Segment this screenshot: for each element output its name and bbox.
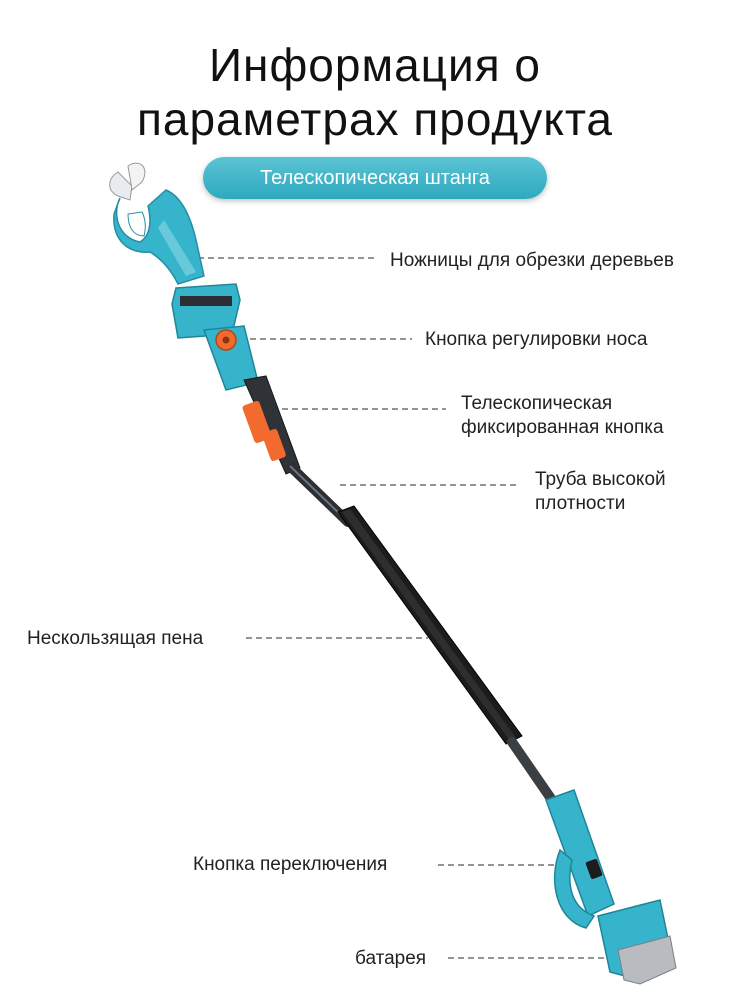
switch-button-icon	[585, 859, 603, 879]
page-title-line-1: Информация о	[208, 39, 541, 91]
callout-lock-line-2: фиксированная кнопка	[461, 417, 664, 438]
lock-clip-upper-icon	[242, 400, 272, 444]
callout-switch: Кнопка переключения	[193, 854, 388, 875]
callout-nose-adjust: Кнопка регулировки носа	[425, 329, 648, 350]
blade-upper-icon	[109, 171, 133, 201]
callout-lines	[198, 257, 640, 959]
callout-foam: Нескользящая пена	[27, 628, 204, 649]
callout-lock-line-1: Телескопическая	[461, 393, 613, 414]
pole-upper-highlight	[289, 465, 347, 521]
callout-pruner: Ножницы для обрезки деревьев	[390, 250, 674, 271]
pruner-head	[109, 162, 205, 285]
battery-icon	[617, 935, 677, 985]
subtitle-pill: Телескопическая штанга	[203, 157, 547, 199]
battery-pack	[597, 899, 677, 985]
callout-tube-line-2: плотности	[535, 493, 626, 514]
callout-battery: батарея	[355, 948, 427, 969]
page-title-line-2: параметрах продукта	[136, 93, 614, 145]
telescopic-lock	[242, 375, 301, 475]
lock-clip-lower-icon	[262, 429, 286, 461]
page-title: Информация о параметрах продукта	[0, 38, 750, 146]
pole-lower	[507, 737, 557, 805]
handle-body	[545, 789, 615, 929]
motor-housing	[171, 283, 259, 391]
blade-lower-icon	[127, 162, 146, 191]
callout-tube-line-1: Труба высокой	[535, 469, 666, 490]
